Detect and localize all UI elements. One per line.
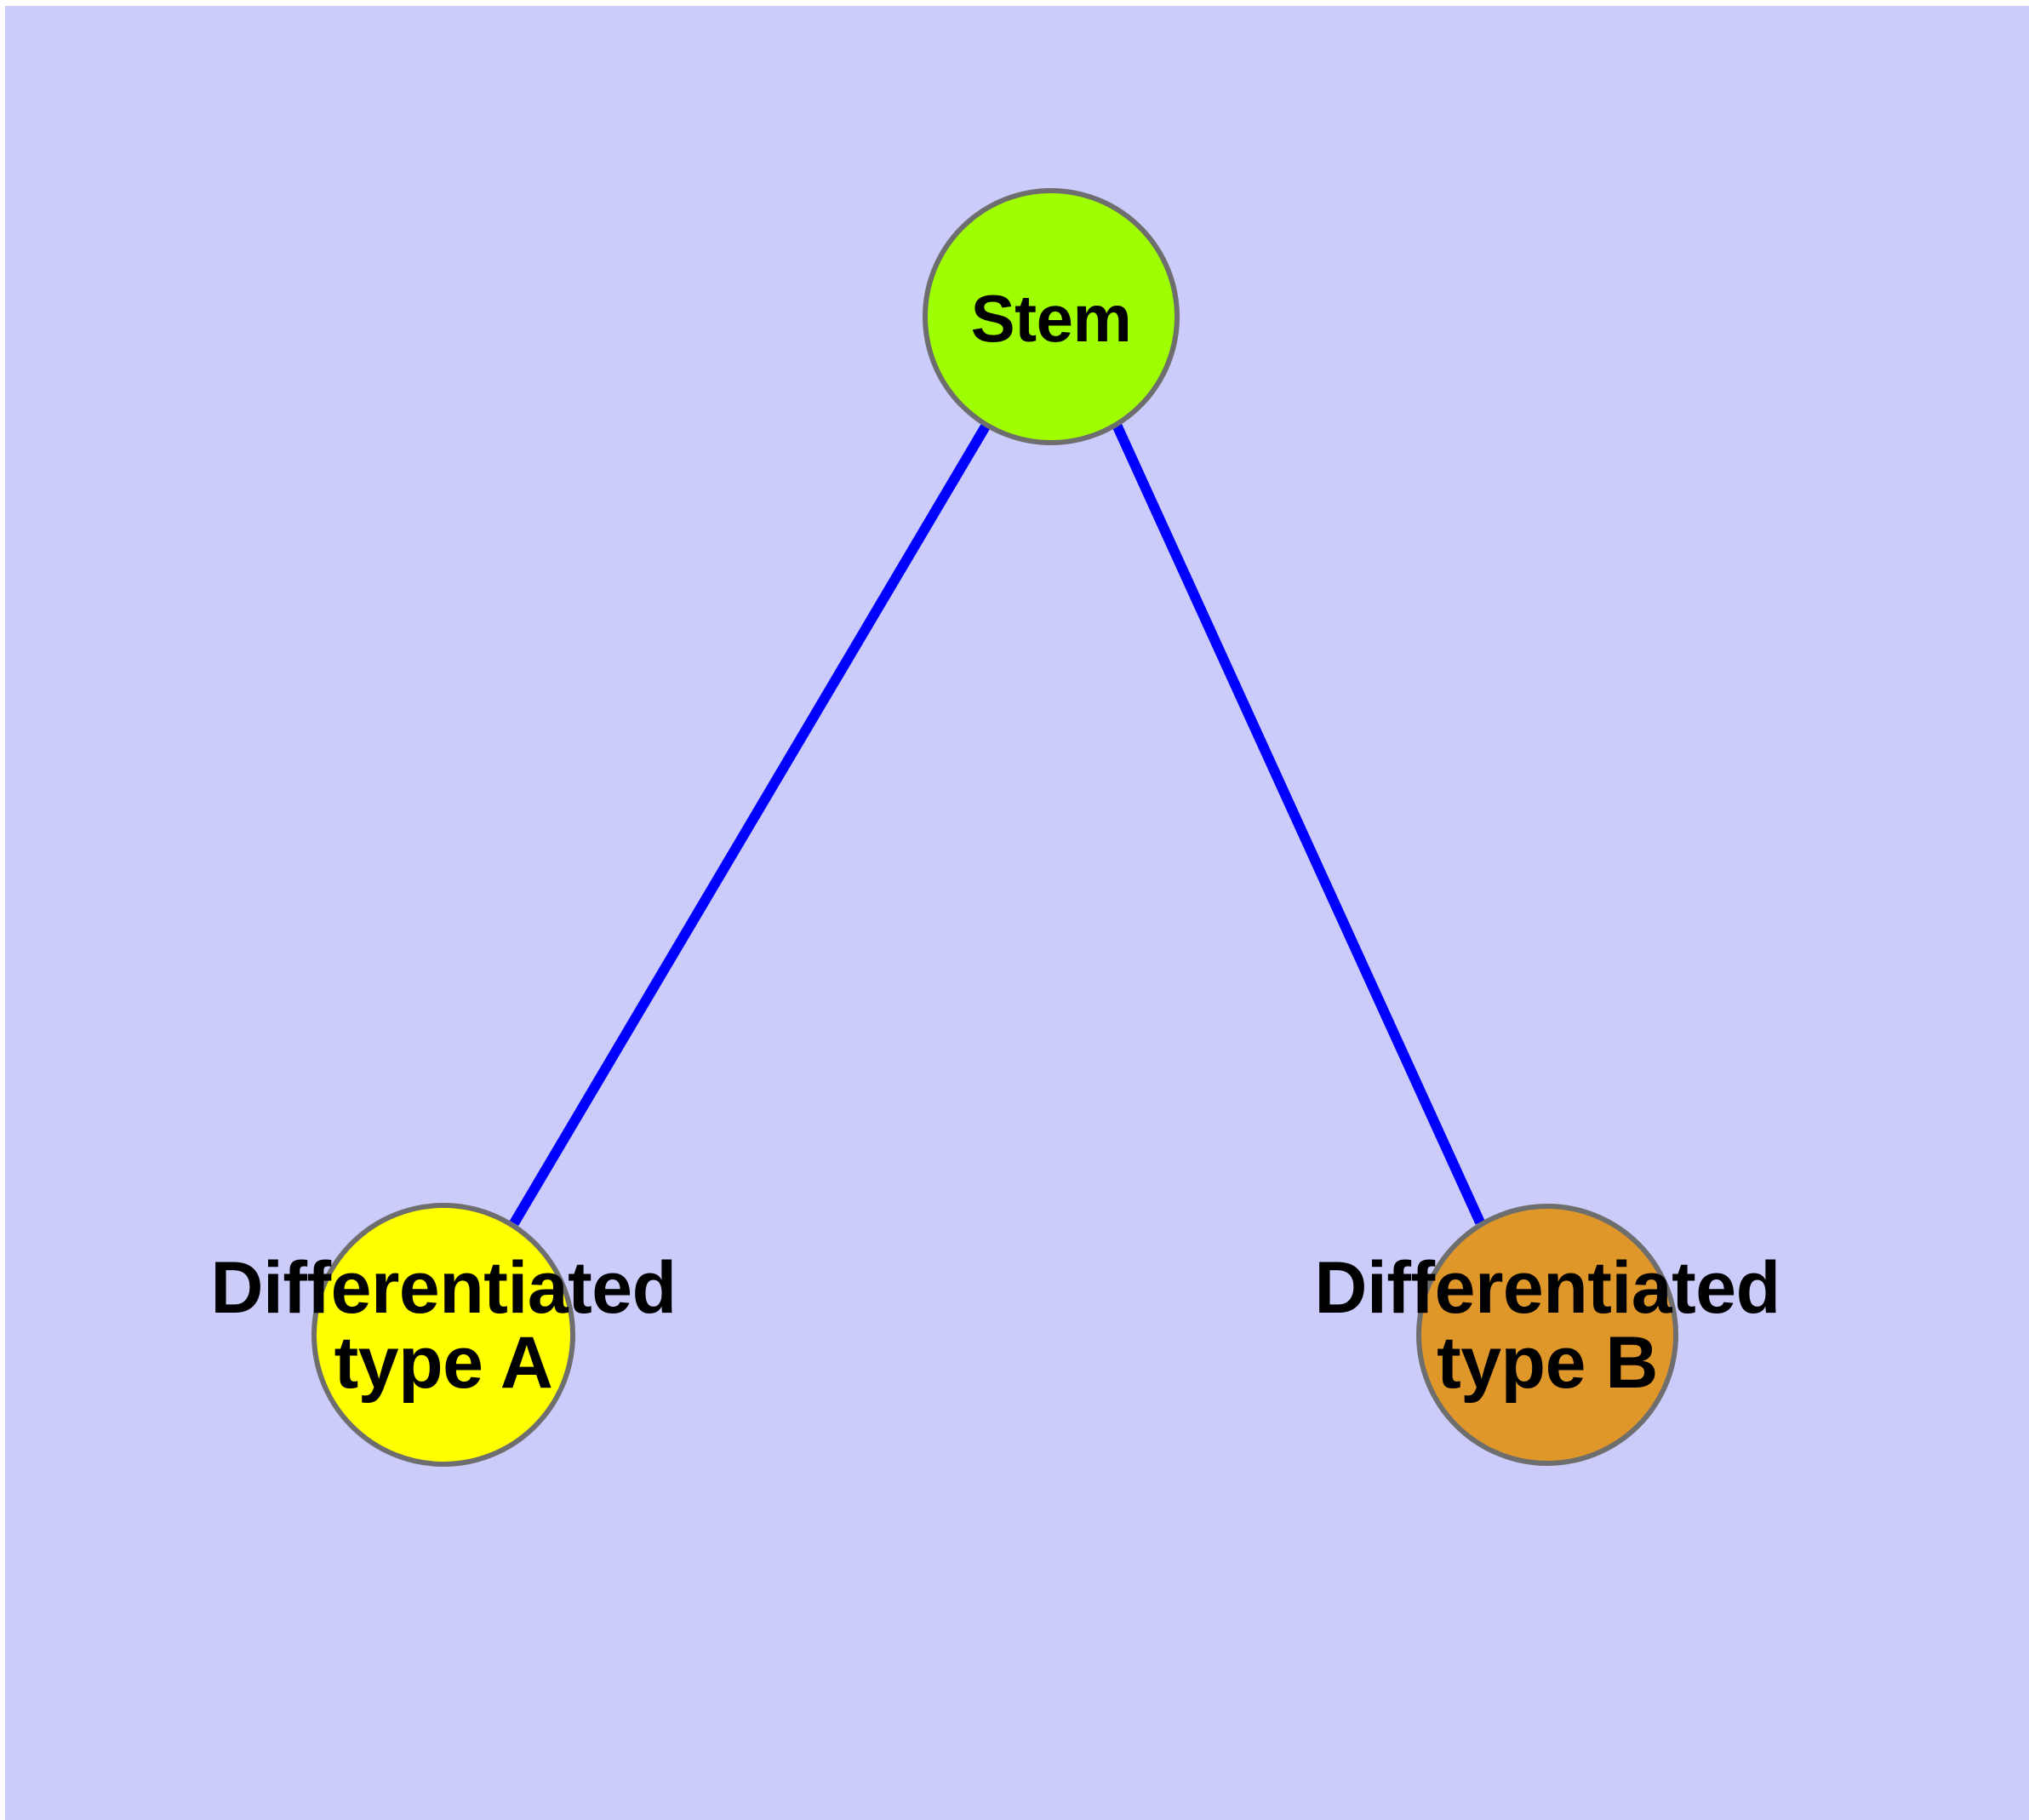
node-differentiated-type-b[interactable] [1416,1204,1678,1466]
node-differentiated-type-a[interactable] [311,1203,575,1467]
node-stem[interactable] [923,188,1180,445]
edge-stem-to-differentiated-type-a[interactable] [509,421,992,1227]
edge-stem-to-differentiated-type-b[interactable] [1112,422,1485,1225]
